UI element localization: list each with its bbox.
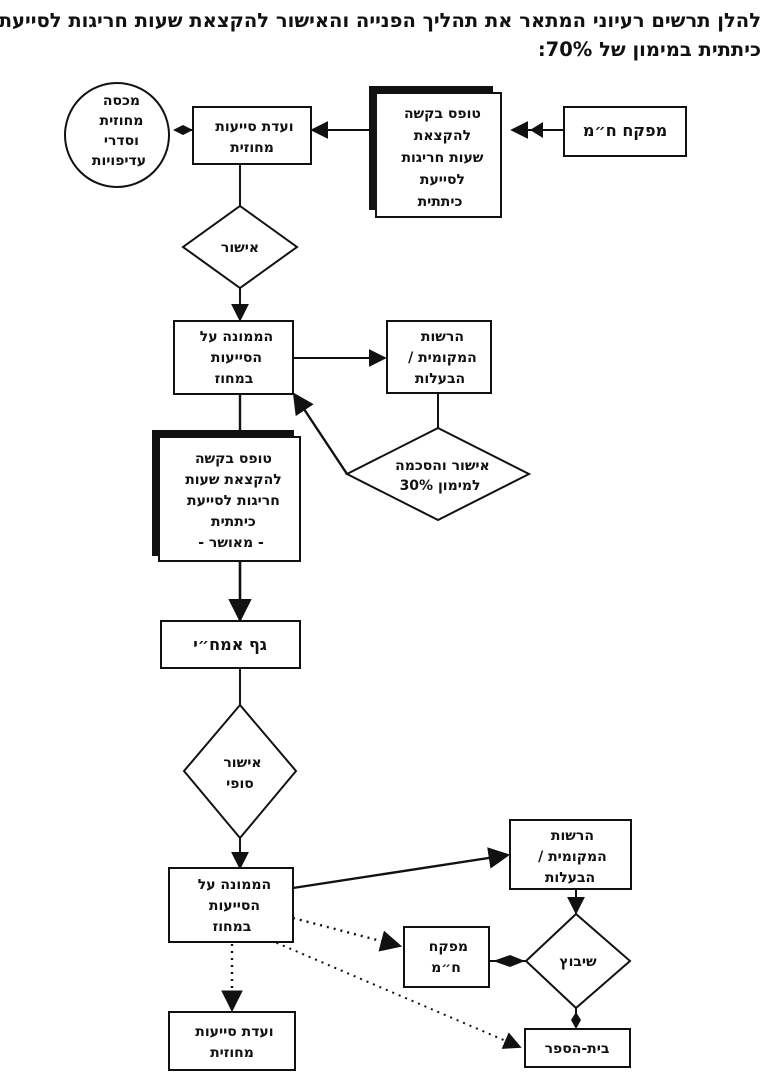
node-authority-2: הרשות המקומית / הבעלות xyxy=(509,819,632,890)
node-form-approved-text: טופס בקשה להקצאת שעות חריגות לסייעת כיתת… xyxy=(180,451,281,551)
intro-line-1: להלן תרשים רעיוני המתאר את תהליך הפנייה … xyxy=(0,9,761,32)
connector-memune2-pikuach-dotted xyxy=(292,916,403,952)
node-pikuach-bottom-text: מפקח ח״מ xyxy=(424,939,468,976)
node-authority-1-text: הרשות המקומית / הבעלות xyxy=(403,329,477,387)
connector-committee-quota-diamond xyxy=(173,125,193,135)
node-amach: גף אמח״י xyxy=(160,620,301,669)
node-memune-1-text: הממונה על הסייעות במחוז xyxy=(195,329,273,387)
node-pikuach-top-text: מפקח ח״מ xyxy=(583,121,667,140)
connector-placement-school-star xyxy=(571,1012,581,1029)
node-committee-bottom: ועדת סייעות מחוזית xyxy=(168,1011,296,1071)
connector-memune2-authority2 xyxy=(292,847,511,890)
node-approval-30: אישור והסכמה למימון 30% xyxy=(344,426,532,522)
node-amach-text: גף אמח״י xyxy=(193,635,267,654)
node-quota-text: מכסה מחוזית וסדרי עדיפויות xyxy=(92,93,146,169)
node-committee-top-text: ועדת סייעות מחוזית xyxy=(210,119,293,156)
connector-approval30-memune xyxy=(292,392,349,475)
node-placement: שיבוץ xyxy=(524,912,632,1010)
node-memune-2-text: הממונה על הסייעות במחוז xyxy=(193,877,271,935)
node-authority-1: הרשות המקומית / הבעלות xyxy=(386,320,492,394)
node-form-request-text: טופס בקשה להקצאת שעות חריגות לסייעת כיתת… xyxy=(397,106,484,210)
node-committee-bottom-text: ועדת סייעות מחוזית xyxy=(190,1024,273,1061)
node-committee-top: ועדת סייעות מחוזית xyxy=(192,106,312,165)
node-form-approved: טופס בקשה להקצאת שעות חריגות לסייעת כיתת… xyxy=(152,430,301,562)
node-memune-1: הממונה על הסייעות במחוז xyxy=(173,320,294,395)
node-school-text: בית-הספר xyxy=(545,1041,610,1057)
intro-text: להלן תרשים רעיוני המתאר את תהליך הפנייה … xyxy=(0,6,761,64)
node-approval-30-text: אישור והסכמה למימון 30% xyxy=(390,458,490,494)
node-quota: מכסה מחוזית וסדרי עדיפויות xyxy=(64,82,170,188)
node-approval-1-text: אישור xyxy=(221,240,259,256)
node-final-approval-text: אישור סופי xyxy=(218,755,261,792)
connector-pikuach-form-head2 xyxy=(530,122,543,138)
node-approval-1: אישור xyxy=(181,204,299,290)
node-authority-2-text: הרשות המקומית / הבעלות xyxy=(533,828,607,886)
node-placement-text: שיבוץ xyxy=(559,954,597,970)
node-memune-2: הממונה על הסייעות במחוז xyxy=(168,867,294,943)
node-pikuach-bottom: מפקח ח״מ xyxy=(403,926,490,988)
connector-placement-pikuach-diamond xyxy=(493,955,525,967)
node-pikuach-top: מפקח ח״מ xyxy=(563,106,687,157)
node-final-approval: אישור סופי xyxy=(182,703,298,840)
node-school: בית-הספר xyxy=(524,1028,631,1068)
node-form-request: טופס בקשה להקצאת שעות חריגות לסייעת כיתת… xyxy=(369,86,502,218)
connectors xyxy=(173,121,585,1049)
intro-line-2: כיתתית במימון של 70%: xyxy=(537,38,761,61)
